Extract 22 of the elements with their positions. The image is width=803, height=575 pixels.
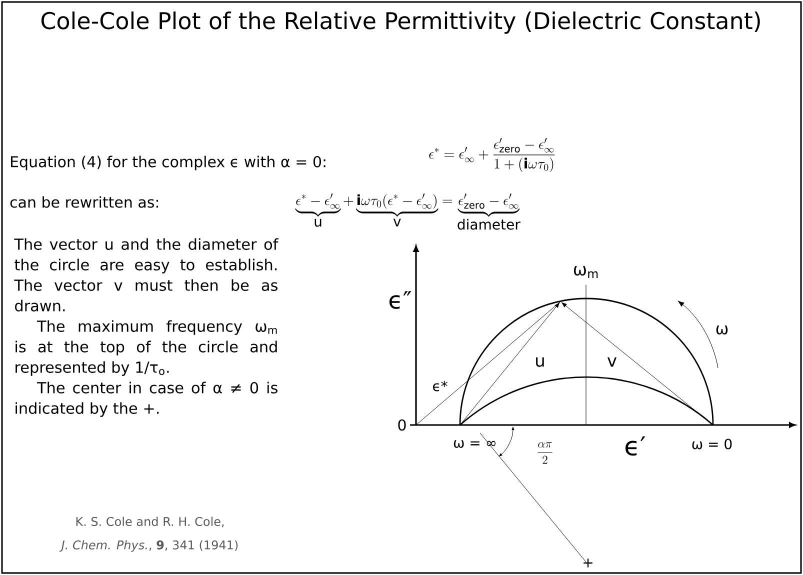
vector-label: u <box>536 357 544 367</box>
equation: $\underbrace{\epsilon^* - \epsilon'_\infty}_{\mbox{u}} + \underbrace{\mathbf{i}\omega\tau_0(\epsilon^* - \epsilon'_\infty)}_{\mbox{v}} = \underbrace{\epsilon'_{\mathrm{zero}} - \epsilon'_\infty}_{\mbox{diameter}}$ <box>295 193 520 230</box>
point-label: ω$_{m}$ <box>574 266 598 278</box>
angle-label: $\frac{\alpha\pi}{2}$ <box>538 442 552 464</box>
citation: J. Chem. Phys., 9, 341 (1941) <box>59 540 238 552</box>
citation: K. S. Cole and R. H. Cole, <box>76 516 224 528</box>
vector-label: ϵ* <box>432 380 448 392</box>
tick-label: 0 <box>398 419 406 431</box>
axis-label: ϵ′ <box>625 436 646 456</box>
point-label: ω = ∞ <box>454 440 496 448</box>
vector-label: v <box>607 357 617 367</box>
equation-intro: can be rewritten as: <box>10 196 158 208</box>
equation-intro: Equation (4) for the complex ϵ with α = 0: <box>11 156 326 170</box>
explanation: The maximum frequency ω$_{m}$ is at the top of the circle and represented by 1/τ$_{o}$. <box>16 320 277 376</box>
arrow-label: ω <box>716 326 728 334</box>
explanation: The center in case of α ≠ 0 is indicated by the +. <box>16 382 278 417</box>
axis-label: ϵ″ <box>389 291 412 309</box>
explanation: The vector u and the diameter of the circle are easy to establish. The vector v must then be as drawn. <box>14 238 278 312</box>
center-mark: + <box>584 558 592 568</box>
point-label: ω = 0 <box>692 438 732 450</box>
title: Cole-Cole Plot of the Relative Permittivity (Dielectric Constant) <box>41 12 760 34</box>
equation: $\epsilon^* = \epsilon'_\infty + \frac{\epsilon'_{\mathrm{zero}} - \epsilon'_\infty}{1 + (\mathbf{i}\omega\tau_0)}$ <box>429 138 555 172</box>
